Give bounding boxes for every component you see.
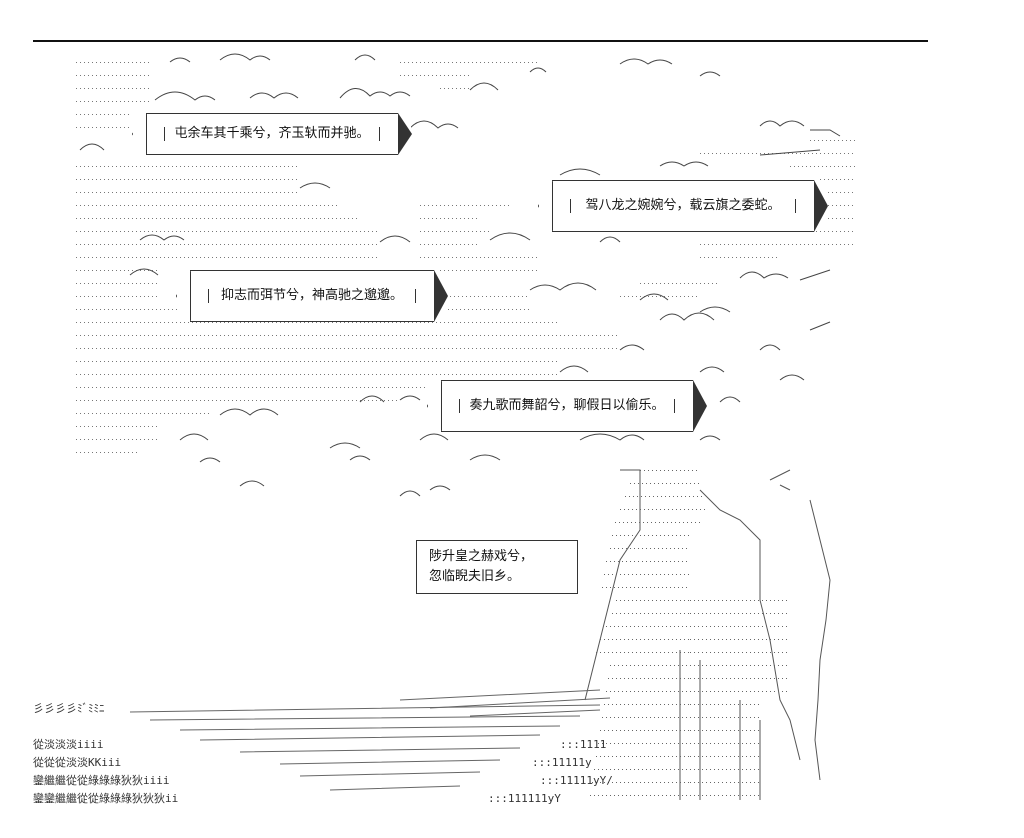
nums-line-2: :::11111y [532,756,592,769]
nums-line-3: :::11111yY/ [540,774,613,787]
ground-line-4: 鑾繼繼從從綠綠綠狄狄iiii [33,773,170,787]
speech-bubble-2: 驾八龙之婉婉兮，载云旗之委蛇。 [539,180,827,232]
nums-line-1: :::1111 [560,738,606,751]
bubble-4-text: 奏九歌而舞韶兮，聊假日以偷乐。 [469,398,665,413]
ground-line-5: 鑾鑾繼繼從從綠綠綠狄狄狄ii [33,791,178,805]
bubble-5-text-a: 陟升皇之赫戏兮， [429,549,534,564]
ground-text: 彡彡彡彡ﾐﾞﾐﾐﾆ 從淡淡淡iiii 從從從淡淡KKiii 鑾繼繼從從綠綠綠狄狄… [33,702,613,805]
speech-bubble-3: 抑志而弭节兮，神高驰之邈邈。 [177,270,447,322]
ground-streaks [129,689,611,791]
speech-bubble-1: 屯余车其千乘兮，齐玉轪而并驰。 [133,113,411,155]
ground-line-1: 彡彡彡彡ﾐﾞﾐﾐﾆ [33,702,105,715]
speech-bubble-4: 奏九歌而舞韶兮，聊假日以偷乐。 [428,380,706,432]
bubble-5-text-b: 忽临睨夫旧乡。 [429,569,521,584]
top-rule [33,40,928,42]
mountain-lines [584,469,831,800]
bubble-1-text: 屯余车其千乘兮，齐玉轪而并驰。 [174,126,370,141]
ground-line-2: 從淡淡淡iiii [33,738,104,751]
bubble-3-text: 抑志而弭节兮，神高驰之邈邈。 [220,288,403,303]
cloud-outlines [79,53,841,497]
speech-bubble-5: 陟升皇之赫戏兮， 忽临睨夫旧乡。 [416,540,578,594]
nums-line-4: :::111111yY [488,792,561,805]
bubble-2-text: 驾八龙之婉婉兮，载云旗之委蛇。 [585,198,781,213]
ground-line-3: 從從從淡淡KKiii [33,756,121,769]
iii-column [590,470,787,796]
